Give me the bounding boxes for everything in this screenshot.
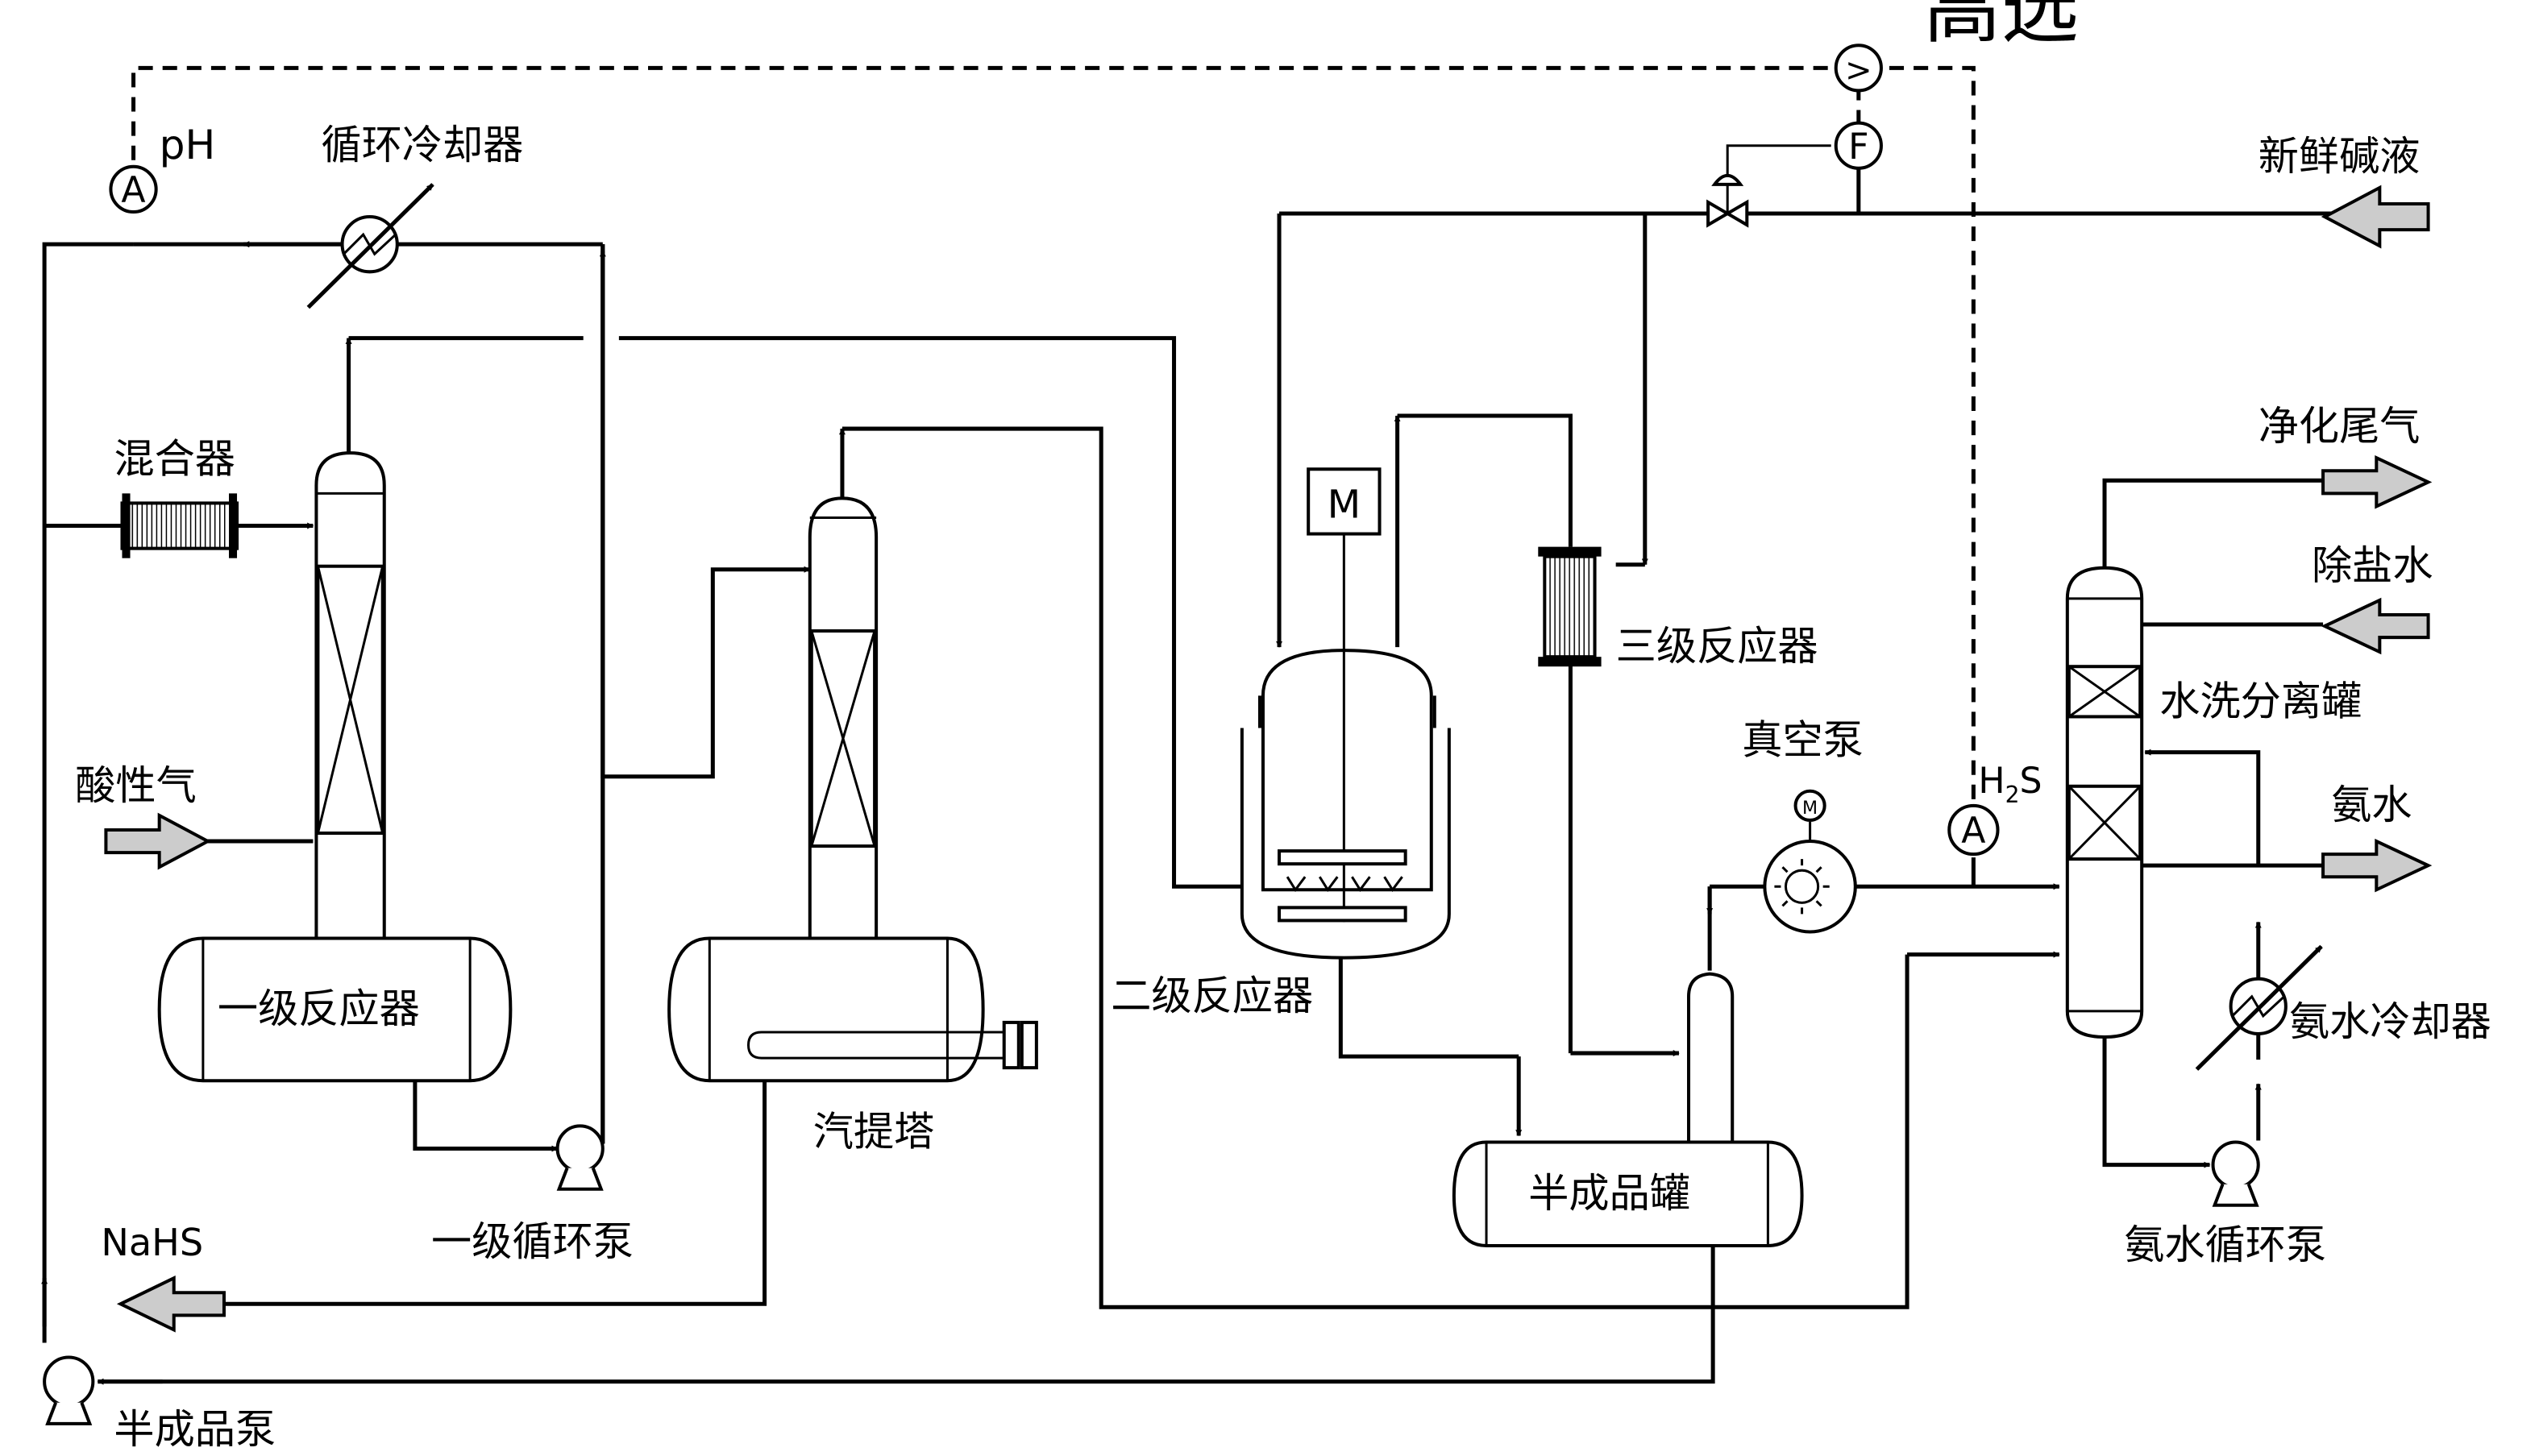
label-ammonia-water: 氨水	[2331, 781, 2412, 828]
label-ph: pH	[160, 121, 216, 168]
label-purified-tail-gas: 净化尾气	[2259, 402, 2421, 450]
signal-lines	[131, 65, 1976, 807]
labels: 高选 pH 循环冷却器 新鲜碱液 混合器 净化尾气 除盐水 三级反应器 水洗分离…	[75, 0, 2491, 1453]
mixer	[120, 493, 239, 558]
third-reactor	[1538, 546, 1602, 667]
label-nahs: NaHS	[101, 1221, 203, 1264]
circulating-cooler	[306, 183, 434, 309]
label-fresh-alkali: 新鲜碱液	[2259, 132, 2421, 180]
water-wash-column	[2065, 566, 2144, 1039]
first-reactor-column	[314, 451, 386, 956]
svg-text:M: M	[1802, 799, 1818, 819]
label-ammonia-pump: 氨水循环泵	[2124, 1221, 2326, 1268]
label-stripper: 汽提塔	[813, 1108, 935, 1155]
first-pump	[555, 1124, 605, 1191]
nahs-outlet-arrow	[116, 1275, 226, 1333]
label-semi-product-tank: 半成品罐	[1528, 1169, 1690, 1217]
label-high-select: 高选	[1923, 0, 2079, 54]
label-water-wash-separator: 水洗分离罐	[2159, 677, 2362, 724]
desalted-water-inlet-arrow	[2321, 597, 2430, 655]
label-first-reactor: 一级反应器	[218, 985, 420, 1032]
tail-gas-outlet-arrow	[2321, 455, 2433, 509]
label-circulating-cooler: 循环冷却器	[321, 121, 523, 168]
label-first-pump: 一级循环泵	[431, 1217, 634, 1265]
ammonia-outlet-arrow	[2321, 838, 2433, 893]
stripper-column	[808, 496, 879, 953]
label-vacuum-pump: 真空泵	[1742, 716, 1864, 764]
motor-letter: M	[1328, 482, 1361, 527]
h2s-analyzer: A	[1947, 803, 2000, 857]
selector-symbol: >	[1845, 52, 1872, 89]
ammonia-cooler	[2195, 944, 2323, 1071]
analyzer-letter-2: A	[1961, 811, 1985, 852]
label-ammonia-cooler: 氨水冷却器	[2289, 998, 2491, 1045]
label-mixer: 混合器	[114, 434, 235, 482]
fresh-alkali-inlet-arrow	[2321, 185, 2430, 249]
stripper-drum	[667, 936, 1038, 1083]
acid-gas-inlet-arrow	[104, 812, 212, 870]
label-desalted-water: 除盐水	[2312, 541, 2433, 589]
control-valve	[1706, 144, 1831, 228]
second-reactor: M	[1240, 467, 1451, 960]
first-reactor-drum	[157, 936, 513, 1083]
process-piping	[41, 164, 2425, 1385]
analyzer-letter: A	[121, 170, 145, 211]
semi-product-pump	[43, 1355, 95, 1425]
high-selector: >	[1834, 44, 1883, 93]
label-third-reactor: 三级反应器	[1616, 622, 1818, 670]
label-acid-gas: 酸性气	[75, 761, 197, 809]
semi-product-tank	[1452, 972, 1804, 1247]
vacuum-pump: M	[1763, 789, 1857, 934]
ph-analyzer: A	[109, 164, 158, 214]
label-second-reactor: 二级反应器	[1111, 972, 1313, 1019]
label-h2s: H2S	[1978, 761, 2042, 808]
flow-letter: F	[1848, 127, 1868, 168]
label-semi-product-pump: 半成品泵	[114, 1405, 276, 1453]
ammonia-pump	[2211, 1140, 2260, 1207]
flow-controller: F	[1834, 121, 1883, 170]
